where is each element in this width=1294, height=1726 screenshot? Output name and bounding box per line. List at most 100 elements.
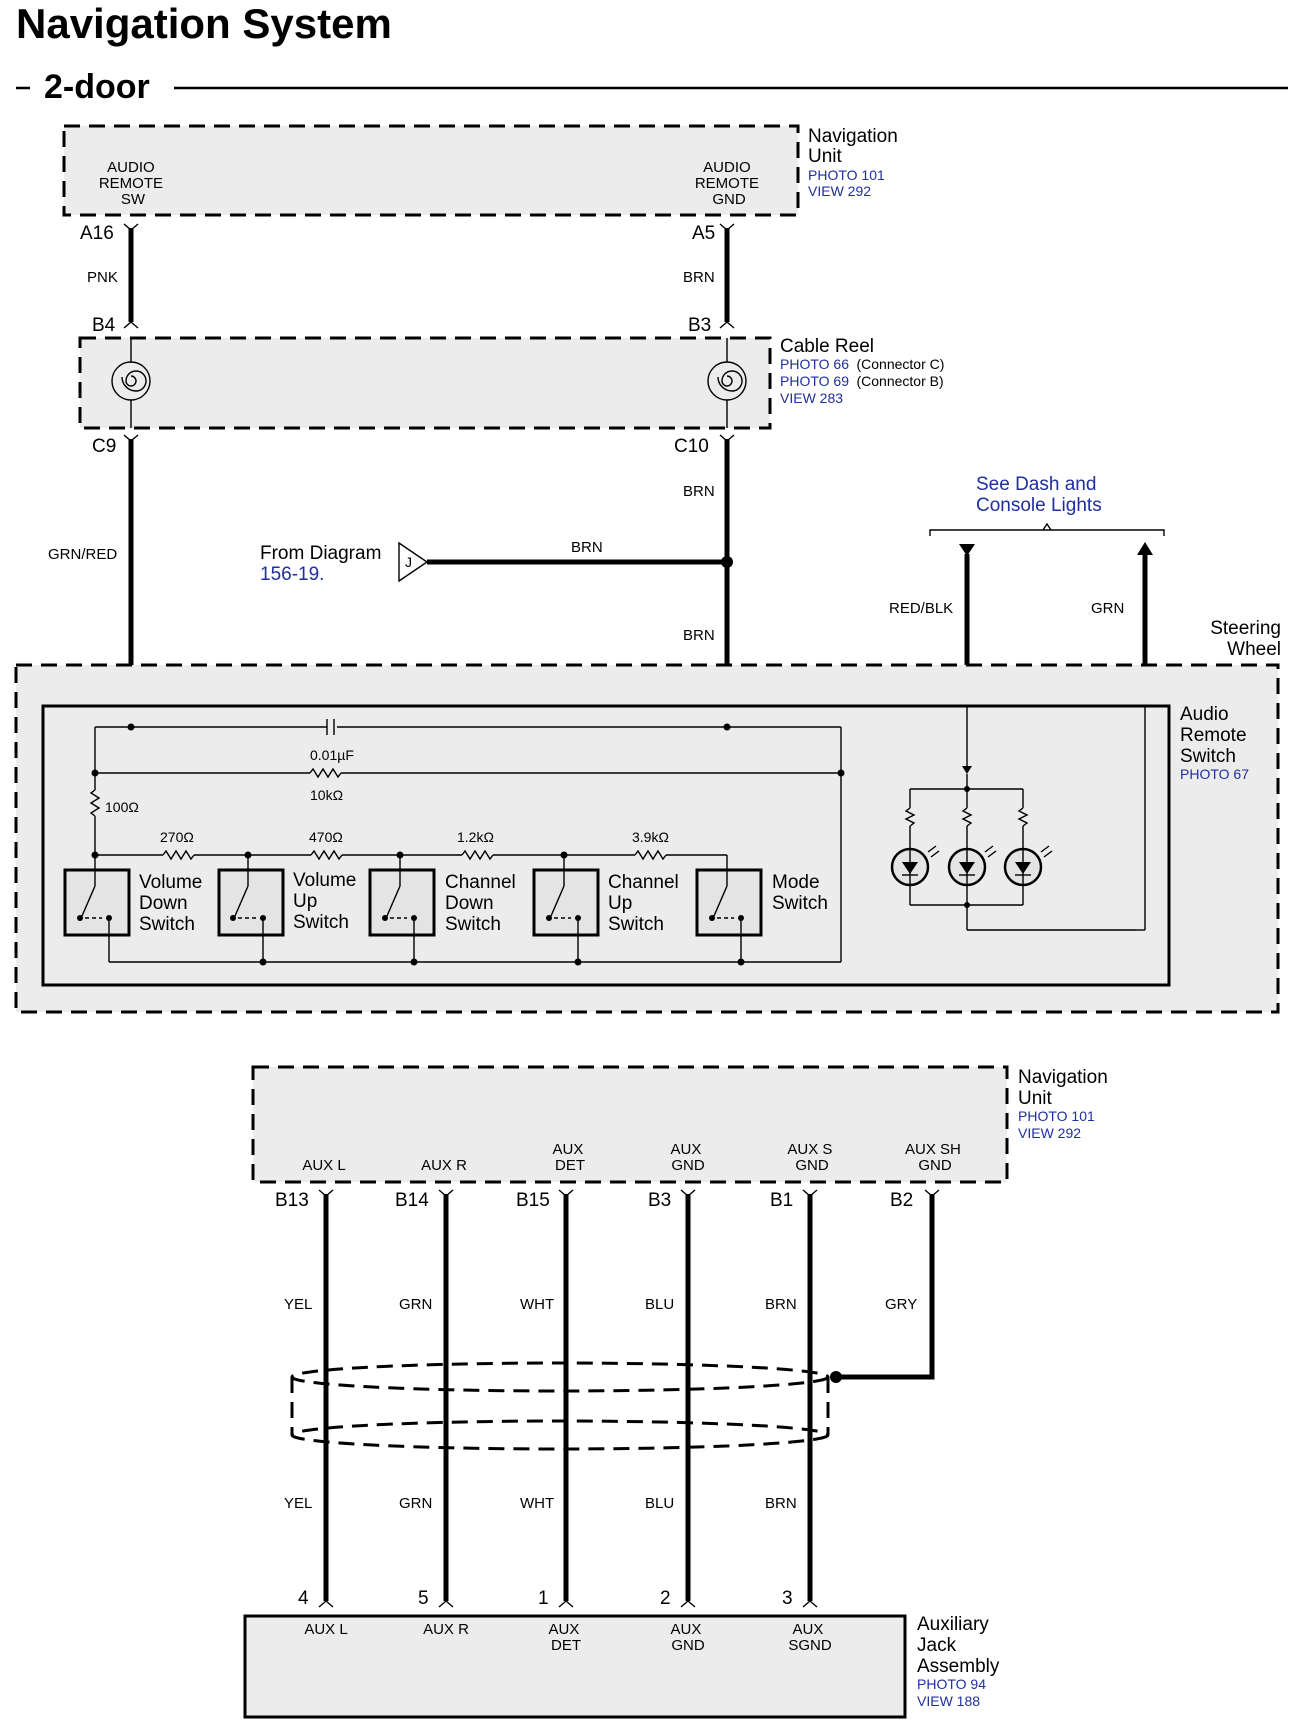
- wire-label-brn-a5: BRN: [683, 269, 715, 286]
- pin-b15: B15: [516, 1190, 550, 1211]
- aux-jack-connector-symbols: [318, 1600, 818, 1608]
- nav-bottom-terminal-aux-s-gnd: AUX S GND: [787, 1141, 836, 1174]
- cable-reel-photo-69: PHOTO 69 (Connector B): [780, 373, 944, 390]
- led-center-icon: [947, 845, 997, 887]
- nav-unit-top-terminal-audio-remote-gnd: AUDIO REMOTE GND: [695, 159, 763, 208]
- connector-j-label: J: [405, 554, 412, 570]
- aux-jack-terminal-aux-r: AUX R: [423, 1621, 469, 1638]
- audio-remote-switch-photo-link[interactable]: PHOTO 67: [1180, 766, 1249, 782]
- nav-unit-bottom-photo-link[interactable]: PHOTO 101: [1018, 1108, 1095, 1124]
- nav-bottom-terminal-aux-sh-gnd: AUX SH GND: [905, 1141, 965, 1174]
- audio-remote-switch-circuit: [89, 719, 845, 966]
- volume-down-switch-label: Volume Down Switch: [139, 872, 208, 935]
- nav-unit-top-box: [62, 124, 800, 217]
- nav-unit-bottom-box: [251, 1065, 1009, 1184]
- wire-label-yel-lower: YEL: [284, 1495, 312, 1512]
- aux-jack-terminal-aux-sgnd: AUX SGND: [788, 1621, 832, 1654]
- wire-label-grn-upper: GRN: [399, 1296, 432, 1313]
- pin-b14: B14: [395, 1190, 429, 1211]
- nav-unit-top-terminal-audio-remote-sw: AUDIO REMOTE SW: [99, 159, 167, 208]
- dash-lights-line2-link[interactable]: Console Lights: [976, 495, 1102, 516]
- splice-point-brn: [721, 556, 733, 568]
- nav-unit-top-photo-link[interactable]: PHOTO 101: [808, 167, 885, 183]
- page-subtitle: 2-door: [44, 68, 150, 106]
- pin-c10: C10: [674, 436, 709, 457]
- pin-a5: A5: [692, 223, 715, 244]
- connector-b4-symbol: [123, 321, 139, 329]
- cable-reel-photo-66: PHOTO 66 (Connector C): [780, 356, 944, 373]
- pin-b4: B4: [92, 315, 116, 336]
- arrow-down-red-blk-icon: [959, 544, 975, 556]
- from-diagram-ref-link[interactable]: 156-19.: [260, 564, 324, 585]
- resistor-1-2k-label: 1.2kΩ: [457, 829, 494, 845]
- channel-down-switch-label: Channel Down Switch: [445, 872, 521, 935]
- audio-remote-switch-box: [41, 704, 1171, 987]
- pin-b3-bottom: B3: [648, 1190, 671, 1211]
- pin-b2: B2: [890, 1190, 913, 1211]
- mode-switch-label: Mode Switch: [772, 872, 828, 914]
- wire-label-grn-lower: GRN: [399, 1495, 432, 1512]
- aux-jack-terminal-aux-l: AUX L: [304, 1621, 347, 1638]
- channel-down-switch: [368, 868, 436, 937]
- cable-reel-name: Cable Reel: [780, 336, 874, 357]
- pin-b1: B1: [770, 1190, 793, 1211]
- led-right-icon: [1003, 845, 1053, 887]
- resistor-100-label: 100Ω: [105, 799, 139, 815]
- wire-label-grn-lights: GRN: [1091, 600, 1124, 617]
- cable-reel-coil-right-icon: [707, 338, 747, 428]
- from-diagram-text: From Diagram: [260, 543, 381, 564]
- wire-label-red-blk: RED/BLK: [889, 600, 953, 617]
- wire-label-brn-lower-aux: BRN: [765, 1495, 797, 1512]
- pin-c9: C9: [92, 436, 116, 457]
- cable-reel-view-link[interactable]: VIEW 283: [780, 390, 843, 406]
- wire-label-yel-upper: YEL: [284, 1296, 312, 1313]
- wire-label-blu-lower: BLU: [645, 1495, 674, 1512]
- shielded-cable-icon: [290, 1361, 830, 1451]
- wire-label-wht-upper: WHT: [520, 1296, 554, 1313]
- pin-b13: B13: [275, 1190, 309, 1211]
- connector-j-icon: [398, 541, 429, 583]
- aux-wires: [323, 1194, 935, 1601]
- aux-jack-photo-link[interactable]: PHOTO 94: [917, 1676, 986, 1692]
- aux-jack-view-link[interactable]: VIEW 188: [917, 1693, 980, 1709]
- dash-lights-line1-link[interactable]: See Dash and: [976, 474, 1096, 495]
- led-circuit: [904, 706, 1146, 931]
- wire-label-blu-upper: BLU: [645, 1296, 674, 1313]
- capacitor-label: 0.01µF: [310, 747, 354, 763]
- resistor-470-label: 470Ω: [309, 829, 343, 845]
- nav-unit-top-view-link[interactable]: VIEW 292: [808, 183, 871, 199]
- wire-label-gry: GRY: [885, 1296, 917, 1313]
- dash-lights-bracket: [929, 529, 1165, 536]
- channel-up-switch-label: Channel Up Switch: [608, 872, 684, 935]
- resistor-3-9k-label: 3.9kΩ: [632, 829, 669, 845]
- pin-a16: A16: [80, 223, 114, 244]
- wire-label-brn-from-diagram: BRN: [571, 539, 603, 556]
- channel-up-switch: [532, 868, 600, 937]
- cable-reel-photo-69-link[interactable]: PHOTO 69: [780, 373, 849, 389]
- cable-reel-box: [78, 336, 772, 430]
- aux-jack-terminal-aux-det: AUX DET: [548, 1621, 583, 1654]
- wire-label-grn-red: GRN/RED: [48, 546, 117, 563]
- page-title: Navigation System: [16, 0, 392, 47]
- nav-bottom-terminal-aux-l: AUX L: [302, 1157, 345, 1174]
- cable-reel-coil-left-icon: [111, 338, 151, 428]
- cable-reel-photo-66-link[interactable]: PHOTO 66: [780, 356, 849, 372]
- nav-unit-bottom-view-link[interactable]: VIEW 292: [1018, 1125, 1081, 1141]
- resistor-10k-label: 10kΩ: [310, 787, 343, 803]
- nav-bottom-terminal-aux-gnd: AUX GND: [670, 1141, 705, 1174]
- wire-label-wht-lower: WHT: [520, 1495, 554, 1512]
- aux-jack-pin-1: 1: [538, 1588, 549, 1609]
- aux-jack-box: [243, 1614, 907, 1719]
- shield-splice-point: [830, 1371, 842, 1383]
- resistor-270-label: 270Ω: [160, 829, 194, 845]
- volume-up-switch: [217, 868, 285, 937]
- wire-label-brn-c10: BRN: [683, 483, 715, 500]
- volume-down-switch: [63, 868, 131, 937]
- arrow-up-grn-icon: [1137, 542, 1153, 555]
- aux-jack-pin-4: 4: [298, 1588, 309, 1609]
- wire-label-brn-lower: BRN: [683, 627, 715, 644]
